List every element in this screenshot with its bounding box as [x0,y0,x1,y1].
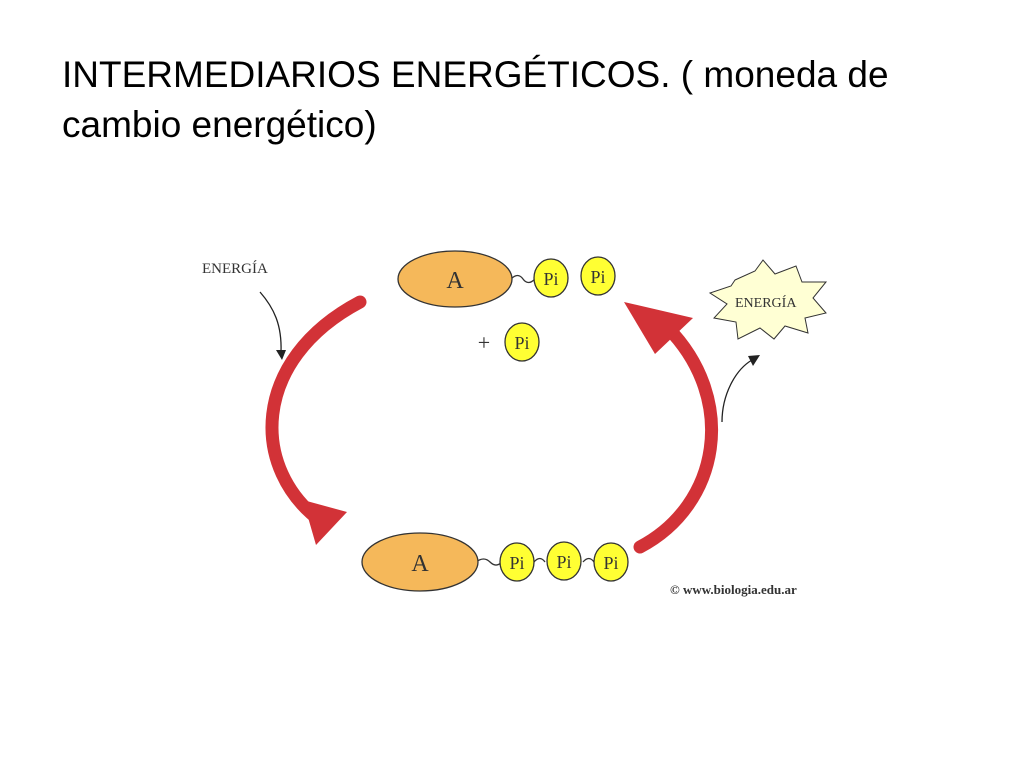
phosphate-bottom-1 [499,542,535,582]
energy-out-arrowhead [748,355,760,366]
adenosine-top [397,250,513,308]
atp-bond-1 [475,558,503,566]
atp-bond-3 [582,557,595,563]
adenosine-bottom [361,532,479,592]
title-line-1: INTERMEDIARIOS ENERGÉTICOS. ( moneda de [62,54,889,95]
left-cycle-arrowhead [303,500,347,545]
adenosine-bottom-label: A [411,551,429,577]
phosphate-top-1-label: Pi [543,269,558,289]
energy-in-arrowhead [276,350,286,360]
adp-bond-1 [510,274,536,284]
phosphate-bottom-3-label: Pi [603,553,618,573]
right-cycle-arrow [633,321,718,554]
adenosine-top-label: A [446,268,464,294]
energy-out-arrow [721,359,753,423]
phosphate-bottom-2-label: Pi [556,552,571,572]
slide-title: INTERMEDIARIOS ENERGÉTICOS. ( moneda de … [62,50,992,150]
phosphate-top-2-label: Pi [590,267,605,287]
free-phosphate-label: Pi [514,333,529,353]
energy-starburst [708,259,828,340]
copyright-text: © www.biologia.edu.ar [670,582,797,597]
phosphate-top-1 [533,258,569,298]
left-cycle-arrow [265,295,367,529]
plus-sign: + [478,330,490,355]
energy-out-label: ENERGÍA [735,294,797,311]
phosphate-bottom-1-label: Pi [509,553,524,573]
phosphate-top-2 [580,256,616,296]
energy-in-label: ENERGÍA [202,260,268,277]
atp-bond-2 [533,557,546,563]
energy-in-arrow [259,291,282,353]
title-line-2: cambio energético) [62,104,377,145]
phosphate-bottom-3 [593,542,629,582]
phosphate-bottom-2 [546,541,582,581]
free-phosphate [504,322,540,362]
right-cycle-arrowhead [624,302,693,354]
